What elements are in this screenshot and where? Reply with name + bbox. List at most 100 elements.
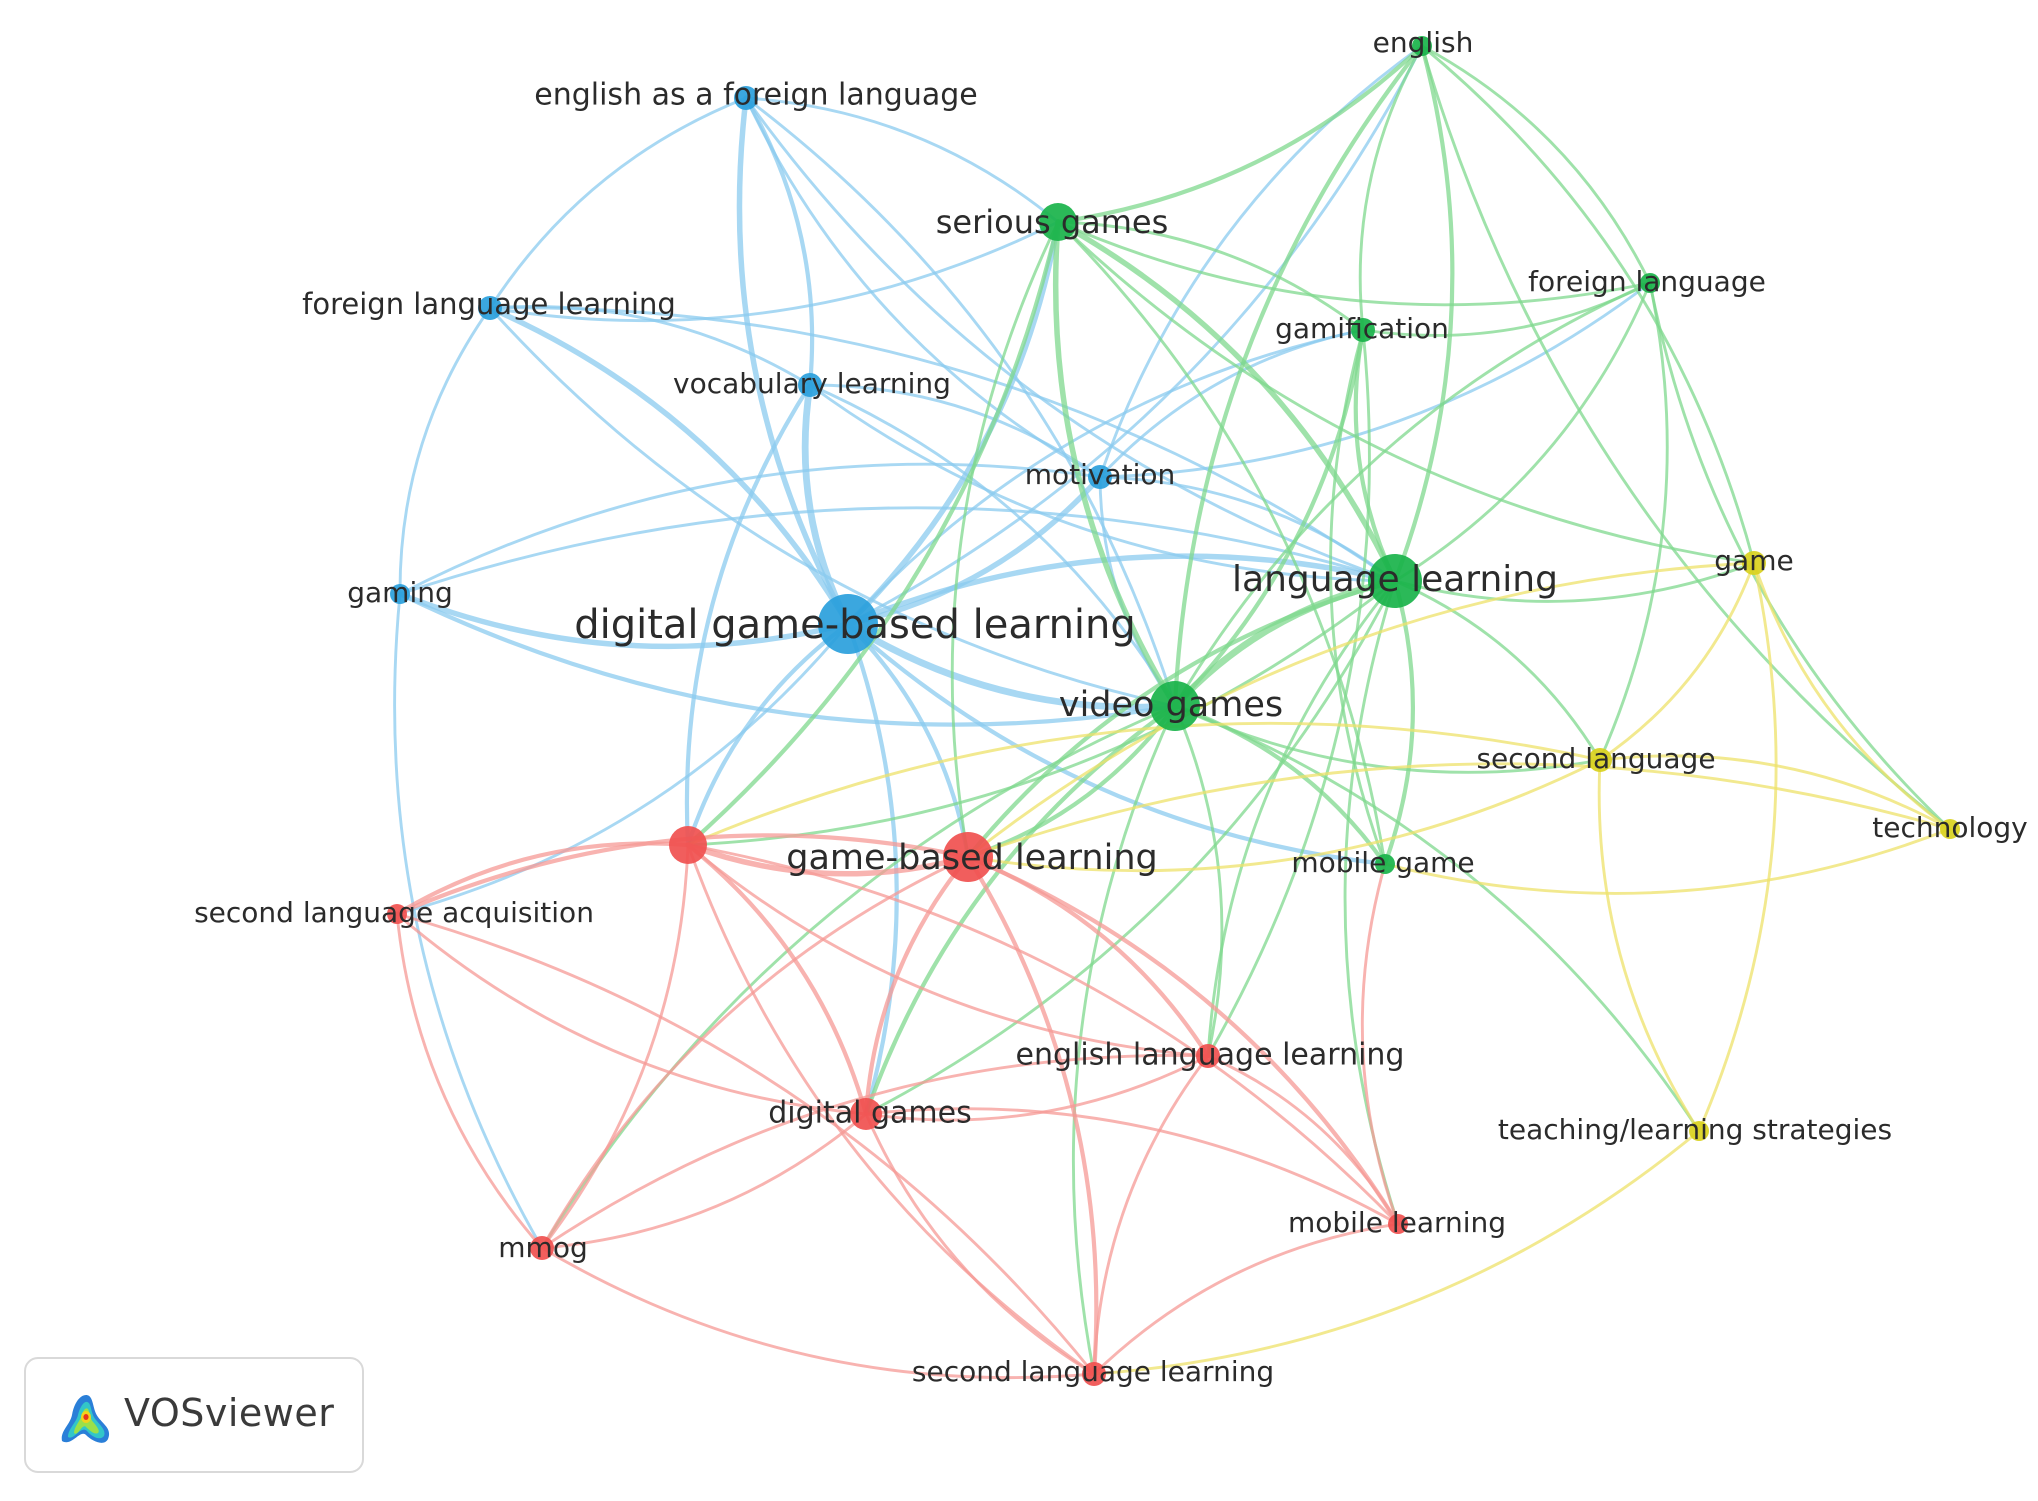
link-fl-secondlang [1598,281,1669,762]
link-unlabeled-mobilelearning [686,843,1400,1226]
link-eafl-fll [488,96,748,310]
node-langlearn[interactable] [1368,554,1422,608]
link-sla-mmog [395,912,544,1250]
link-mmog-sll [540,1246,1096,1380]
link-game-secondlang [1598,561,1756,762]
link-langlearn-digigames [864,579,1397,1116]
link-gaming-langlearn [398,506,1397,596]
link-game-tls [1697,561,1778,1133]
node-fll[interactable] [478,296,502,320]
link-langlearn-ell [1206,579,1397,1058]
link-vocab-langlearn [808,383,1397,583]
link-vocab-unlabeled [684,382,813,848]
links-layer [393,43,1952,1380]
label-mobgame: mobile game [1291,846,1474,879]
node-tech[interactable] [1940,819,1960,839]
vosviewer-badge: VOSviewer [24,1357,364,1473]
link-gbl-mobilelearning [965,854,1401,1227]
node-sll[interactable] [1082,1362,1106,1386]
node-eafl[interactable] [734,86,758,110]
node-mmog[interactable] [530,1236,554,1260]
node-motiv[interactable] [1088,465,1112,489]
link-fll-langlearn [488,306,1397,583]
link-ell-sll [1092,1054,1210,1376]
node-dgbl[interactable] [818,594,878,654]
link-dgbl-motiv [845,474,1103,627]
node-vocab[interactable] [798,373,822,397]
link-dgbl-gamif [846,328,1365,626]
node-gamif[interactable] [1351,318,1375,342]
link-gamif-video [1172,327,1366,709]
vosviewer-title: VOSviewer [124,1391,335,1435]
link-langlearn-gbl [965,578,1398,860]
link-english-gamif [1358,44,1424,332]
link-english-tech [1420,44,1952,831]
link-gaming-video [397,591,1178,727]
link-unlabeled-digigames [685,842,869,1117]
node-tls[interactable] [1689,1121,1709,1141]
node-mobilelearning[interactable] [1388,1214,1408,1234]
node-serious[interactable] [1039,203,1077,241]
node-video[interactable] [1150,681,1200,731]
label-motiv: motivation [1025,458,1176,491]
link-video-digigames [863,703,1178,1117]
node-gaming[interactable] [390,584,410,604]
label-dgbl: digital game-based learning [574,602,1136,648]
node-gbl[interactable] [943,832,993,882]
link-digigames-mmog [540,1112,868,1250]
link-vocab-motiv [808,383,1102,479]
label-fl: foreign language [1528,265,1766,298]
link-gaming-motiv [398,462,1102,596]
link-unlabeled-sll [686,843,1096,1376]
link-serious-mobgame [1056,220,1387,866]
node-digigames[interactable] [850,1098,882,1130]
label-secondlang: second language [1476,742,1715,775]
link-unlabeled-ell [686,843,1210,1058]
link-ell-mmog [540,1054,1210,1250]
label-video: video games [1059,685,1283,725]
node-secondlang[interactable] [1588,748,1612,772]
node-sla[interactable] [387,904,407,924]
label-sll: second language learning [912,1355,1274,1388]
link-serious-game [1056,220,1756,565]
node-game[interactable] [1742,551,1766,575]
link-serious-unlabeled [685,219,1061,848]
label-langlearn: language learning [1232,559,1558,600]
label-gamif: gamification [1275,312,1449,345]
link-vocab-video [808,383,1177,708]
link-fl-video [1173,281,1652,708]
node-english[interactable] [1412,36,1432,56]
label-vocab: vocabulary learning [673,367,951,400]
link-tech-mobgame [1383,827,1952,895]
link-serious-langlearn [1055,219,1398,584]
link-unlabeled-mmog [540,843,690,1250]
label-gbl: game-based learning [786,838,1157,878]
link-tech-gbl [966,762,1952,859]
link-motiv-english [1098,44,1424,479]
label-serious: serious games [936,203,1169,241]
link-dgbl-eafl [736,95,851,627]
link-dgbl-gaming [397,591,851,650]
link-secondlang-tech [1598,754,1952,831]
link-fll-gaming [398,306,492,596]
link-secondlang-gbl [966,758,1602,873]
link-dgbl-sla [395,622,850,916]
link-fl-gamif [1361,281,1652,337]
link-motiv-gamif [1098,328,1365,479]
link-serious-video [1052,219,1178,709]
node-fl[interactable] [1640,273,1660,293]
label-english: english [1373,26,1474,59]
link-serious-english [1055,43,1425,225]
link-video-mmog [540,704,1177,1250]
node-mobgame[interactable] [1375,854,1395,874]
link-eafl-serious [744,96,1060,224]
node-unlabeled[interactable] [669,826,707,864]
link-fll-video [488,306,1177,708]
link-game-tech [1752,561,1952,831]
node-ell[interactable] [1196,1044,1220,1068]
link-eafl-motiv [744,96,1102,479]
label-tech: technology [1872,811,2027,844]
link-game-gbl [966,561,1756,859]
link-eafl-video [744,96,1177,708]
